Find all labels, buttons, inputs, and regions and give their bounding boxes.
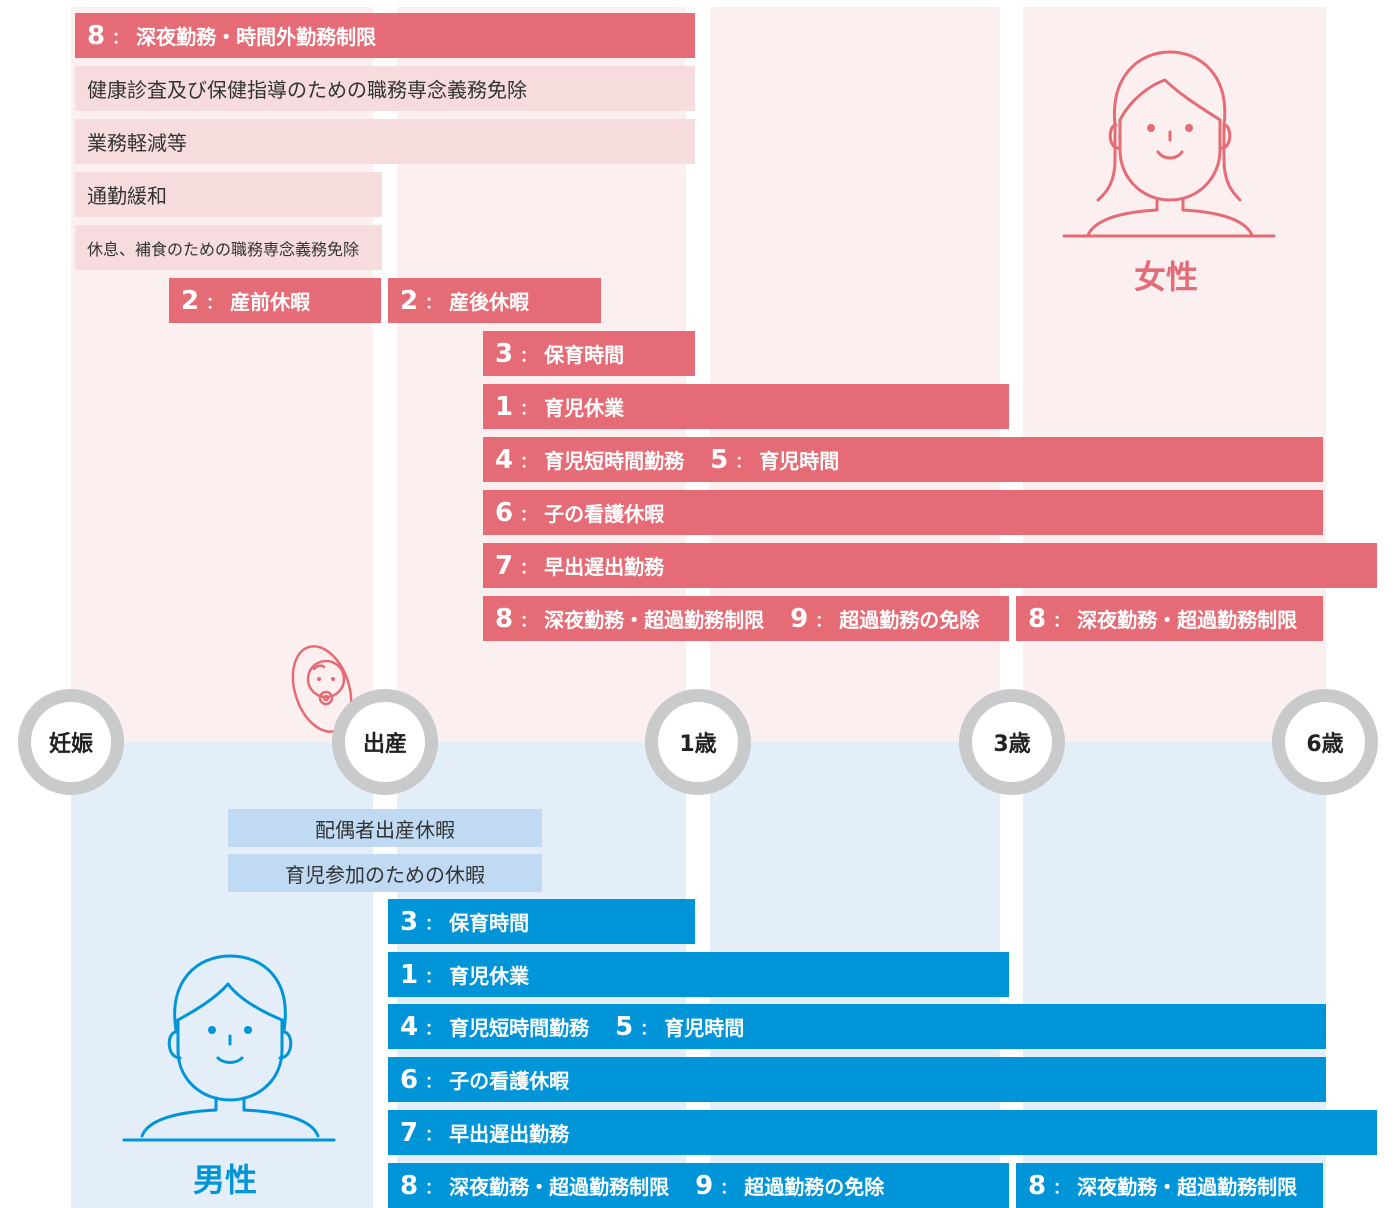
- bar-label: 早出遅出勤務: [449, 1122, 570, 1146]
- bar-number: 7: [400, 1117, 419, 1148]
- female-bar-nursing-time: 3：保育時間: [483, 331, 695, 376]
- bar-number: 3: [495, 338, 514, 369]
- milestone-age-6: 6歳: [1272, 689, 1378, 795]
- bar-label: 深夜勤務・超過勤務制限: [1077, 608, 1298, 632]
- male-bar-spouse-birth: 配偶者出産休暇: [228, 809, 542, 847]
- female-bar-postnatal: 2：産後休暇: [388, 278, 601, 323]
- bar-label: 深夜勤務・時間外勤務制限: [136, 25, 377, 49]
- bar-number: 8: [1028, 1170, 1047, 1201]
- bar-label: 配偶者出産休暇: [315, 817, 455, 842]
- woman-icon: [1062, 50, 1276, 238]
- male-bar-nursing-time: 3：保育時間: [388, 899, 695, 944]
- bar-label: 子の看護休暇: [544, 502, 665, 526]
- female-bar-prenatal: 2：産前休暇: [169, 278, 381, 323]
- female-bar-childcare-leave: 1：育児休業: [483, 384, 1009, 429]
- female-bar-health-check: 健康診査及び保健指導のための職務専念義務免除: [75, 66, 695, 111]
- bar-label: 保育時間: [544, 343, 625, 367]
- bar-number-2: 9: [695, 1170, 714, 1201]
- baby-icon: [291, 645, 353, 733]
- bar-label: 早出遅出勤務: [544, 555, 665, 579]
- bar-number: 8: [1028, 603, 1047, 634]
- bar-number: 2: [181, 285, 200, 316]
- bar-number: 1: [495, 391, 514, 422]
- male-bar-childcare-participation: 育児参加のための休暇: [228, 854, 542, 892]
- bar-label: 保育時間: [449, 911, 530, 935]
- bar-label: 育児短時間勤務: [449, 1016, 590, 1040]
- bar-number: 2: [400, 285, 419, 316]
- bar-label: 深夜勤務・超過勤務制限: [544, 608, 765, 632]
- bar-label-2: 育児時間: [664, 1016, 745, 1040]
- bar-number-2: 9: [790, 603, 809, 634]
- bar-number: 7: [495, 550, 514, 581]
- milestone-age-3: 3歳: [959, 689, 1065, 795]
- bar-number: 4: [400, 1011, 419, 1042]
- milestone-age-1: 1歳: [645, 689, 751, 795]
- bar-number-2: 5: [615, 1011, 634, 1042]
- female-bar-late-night-pregnancy: 8：深夜勤務・時間外勤務制限: [75, 13, 695, 58]
- female-bar-late-night-b: 8：深夜勤務・超過勤務制限: [1016, 596, 1323, 641]
- female-bar-commute: 通勤緩和: [75, 172, 382, 217]
- male-bar-early-late: 7：早出遅出勤務: [388, 1110, 1377, 1155]
- male-bar-late-night-b: 8：深夜勤務・超過勤務制限: [1016, 1163, 1323, 1208]
- bar-number-2: 5: [710, 444, 729, 475]
- bar-number: 6: [400, 1064, 419, 1095]
- bar-label: 育児休業: [449, 964, 530, 988]
- female-bar-early-late: 7：早出遅出勤務: [483, 543, 1377, 588]
- bar-label: 育児短時間勤務: [544, 449, 685, 473]
- bar-label: 業務軽減等: [87, 131, 187, 155]
- bar-label: 産前休暇: [230, 290, 311, 314]
- female-column-pregnancy: [71, 7, 373, 742]
- bar-number: 4: [495, 444, 514, 475]
- bar-label: 健康診査及び保健指導のための職務専念義務免除: [87, 78, 527, 102]
- bar-number: 1: [400, 959, 419, 990]
- milestone-birth: 出産: [332, 689, 438, 795]
- bar-label: 休息、補食のための職務専念義務免除: [87, 239, 360, 259]
- female-bar-sick-child: 6：子の看護休暇: [483, 490, 1323, 535]
- male-bar-childcare-leave: 1：育児休業: [388, 952, 1009, 997]
- male-bar-sick-child: 6：子の看護休暇: [388, 1057, 1326, 1102]
- female-bar-work-reduction: 業務軽減等: [75, 119, 695, 164]
- bar-label: 深夜勤務・超過勤務制限: [1077, 1175, 1298, 1199]
- bar-number: 8: [400, 1170, 419, 1201]
- bar-label: 育児休業: [544, 396, 625, 420]
- female-label: 女性: [1134, 258, 1199, 296]
- bar-number: 6: [495, 497, 514, 528]
- bar-number: 8: [87, 20, 106, 51]
- milestone-pregnancy: 妊娠: [18, 689, 124, 795]
- man-icon: [122, 954, 336, 1142]
- bar-label-2: 育児時間: [759, 449, 840, 473]
- bar-label: 通勤緩和: [87, 184, 167, 208]
- bar-label: 産後休暇: [449, 290, 530, 314]
- bar-label: 子の看護休暇: [449, 1069, 570, 1093]
- bar-number: 8: [495, 603, 514, 634]
- female-bar-rest-meal: 休息、補食のための職務専念義務免除: [75, 225, 382, 270]
- bar-number: 3: [400, 906, 419, 937]
- male-label: 男性: [193, 1161, 258, 1199]
- bar-label: 育児参加のための休暇: [285, 862, 485, 887]
- bar-label: 深夜勤務・超過勤務制限: [449, 1175, 670, 1199]
- bar-label-2: 超過勤務の免除: [839, 608, 980, 632]
- bar-label-2: 超過勤務の免除: [744, 1175, 885, 1199]
